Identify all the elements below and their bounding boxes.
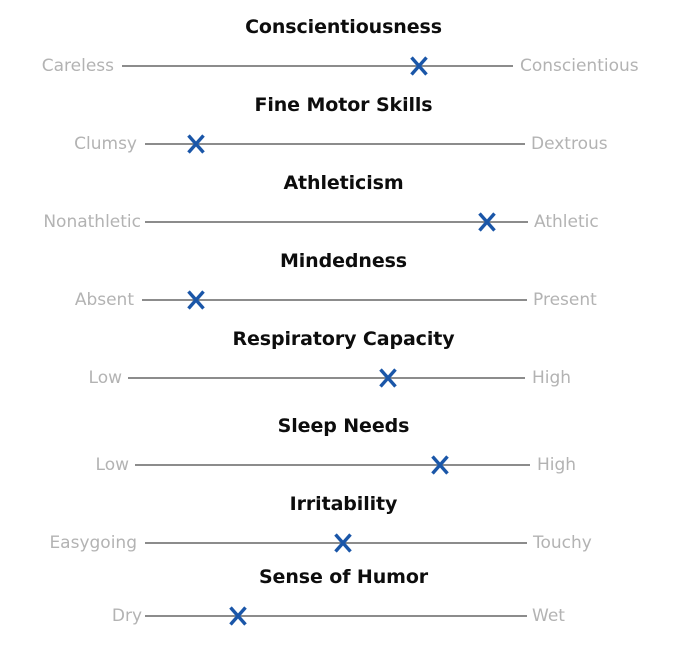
pole-label-right: Dextrous	[531, 134, 608, 154]
scale-track[interactable]	[145, 221, 528, 223]
trait-scale: Clumsy Dextrous	[0, 123, 687, 163]
x-marker-icon[interactable]	[472, 207, 502, 237]
pole-label-right: Present	[533, 290, 597, 310]
trait-scale: Low High	[0, 444, 687, 484]
scale-track[interactable]	[145, 143, 525, 145]
pole-label-right: High	[532, 368, 572, 388]
pole-label-right: Conscientious	[520, 56, 639, 76]
scale-track[interactable]	[122, 65, 513, 67]
x-marker-icon[interactable]	[373, 363, 403, 393]
pole-label-right: Athletic	[534, 212, 599, 232]
scale-track[interactable]	[145, 542, 527, 544]
x-marker-icon[interactable]	[404, 51, 434, 81]
x-marker-icon[interactable]	[181, 129, 211, 159]
scale-track[interactable]	[128, 377, 525, 379]
trait-title: Athleticism	[283, 172, 404, 194]
pole-label-left: Easygoing	[49, 533, 137, 553]
x-marker-icon[interactable]	[425, 450, 455, 480]
pole-label-right: High	[537, 455, 577, 475]
trait-title: Sense of Humor	[258, 566, 429, 588]
trait-scale: Nonathletic Athletic	[0, 201, 687, 241]
pole-label-left: Dry	[111, 606, 142, 626]
scale-track[interactable]	[135, 464, 530, 466]
scale-track[interactable]	[142, 299, 527, 301]
pole-label-left: Careless	[41, 56, 114, 76]
x-marker-icon[interactable]	[181, 285, 211, 315]
pole-label-left: Low	[88, 368, 122, 388]
trait-scale: Dry Wet	[0, 595, 687, 635]
trait-scale: Careless Conscientious	[0, 45, 687, 85]
trait-scale: Easygoing Touchy	[0, 522, 687, 562]
trait-scale: Absent Present	[0, 279, 687, 319]
trait-title: Conscientiousness	[245, 16, 442, 38]
pole-label-right: Touchy	[533, 533, 592, 553]
x-marker-icon[interactable]	[328, 528, 358, 558]
x-marker-icon[interactable]	[223, 601, 253, 631]
trait-title: Sleep Needs	[277, 415, 410, 437]
pole-label-left: Clumsy	[74, 134, 137, 154]
trait-title: Respiratory Capacity	[232, 328, 455, 350]
trait-scale: Low High	[0, 357, 687, 397]
pole-label-right: Wet	[532, 606, 565, 626]
pole-label-left: Absent	[74, 290, 134, 310]
trait-title: Fine Motor Skills	[254, 94, 433, 116]
pole-label-left: Nonathletic	[43, 212, 141, 232]
trait-title: Irritability	[289, 493, 398, 515]
scale-track[interactable]	[145, 615, 527, 617]
trait-title: Mindedness	[279, 250, 408, 272]
pole-label-left: Low	[95, 455, 129, 475]
